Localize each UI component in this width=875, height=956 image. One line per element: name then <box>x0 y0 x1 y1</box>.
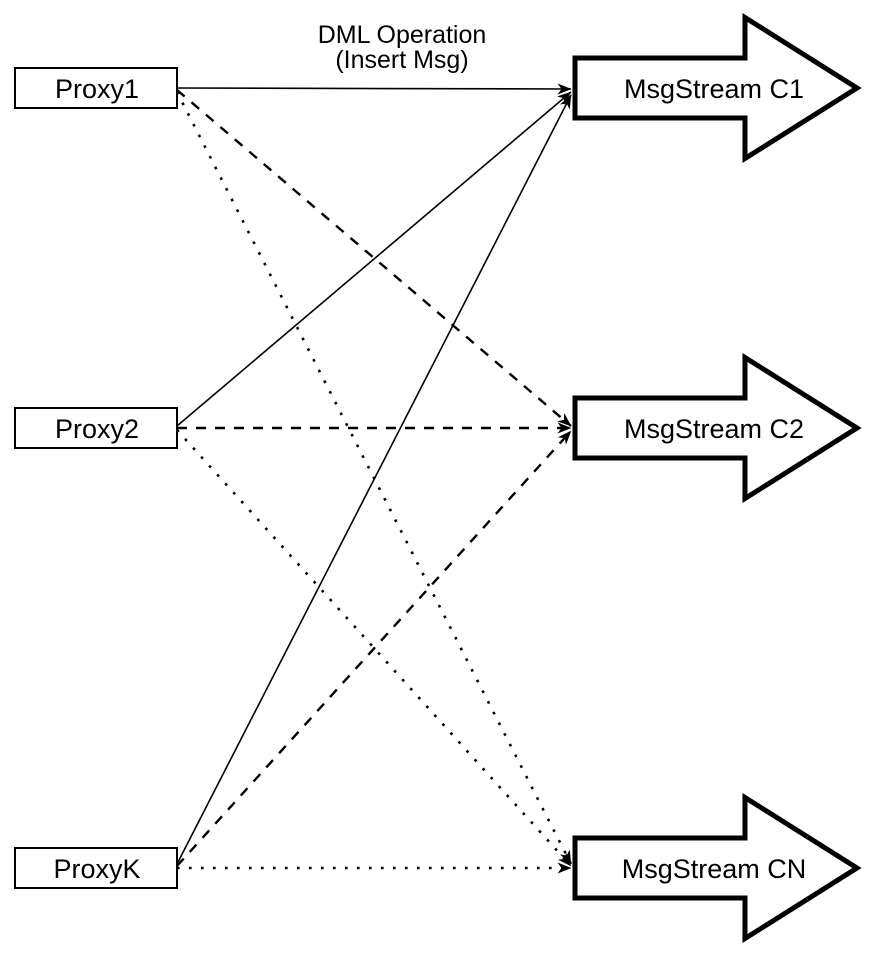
proxy-box-2 <box>14 407 178 449</box>
connector-proxyk-to-c1-solid <box>176 94 572 865</box>
stream-node-cn: MsgStream CN <box>572 792 862 944</box>
proxy-label-k: ProxyK <box>53 854 140 884</box>
connector-proxy2-to-cn-dotted <box>176 429 572 867</box>
proxy-label-1: Proxy1 <box>55 74 139 104</box>
connector-lines <box>175 83 573 874</box>
stream-node-c1: MsgStream C1 <box>572 12 862 164</box>
proxy-label-2: Proxy2 <box>55 414 139 444</box>
proxy-node-1: Proxy1 <box>14 67 178 109</box>
stream-node-c2: MsgStream C2 <box>572 352 862 504</box>
proxy-node-k: ProxyK <box>14 847 178 889</box>
proxy-box-k <box>14 847 178 889</box>
connector-proxyk-to-c2-dashed <box>176 430 572 867</box>
proxy-box-1 <box>14 67 178 109</box>
stream-arrow-shape-cn <box>572 792 862 944</box>
stream-arrow-shape-c2 <box>572 352 862 504</box>
stream-label-c1: MsgStream C1 <box>624 74 804 104</box>
dml-operation-label-line1: DML Operation <box>318 21 487 49</box>
connector-proxy2-to-c1-solid <box>176 91 572 427</box>
proxy-node-2: Proxy2 <box>14 407 178 449</box>
stream-label-cn: MsgStream CN <box>622 854 807 884</box>
stream-label-c2: MsgStream C2 <box>624 414 804 444</box>
connector-proxy1-to-c1-solid <box>176 83 572 95</box>
stream-arrow-shape-c1 <box>572 12 862 164</box>
dml-operation-label-line2: (Insert Msg) <box>335 46 468 74</box>
